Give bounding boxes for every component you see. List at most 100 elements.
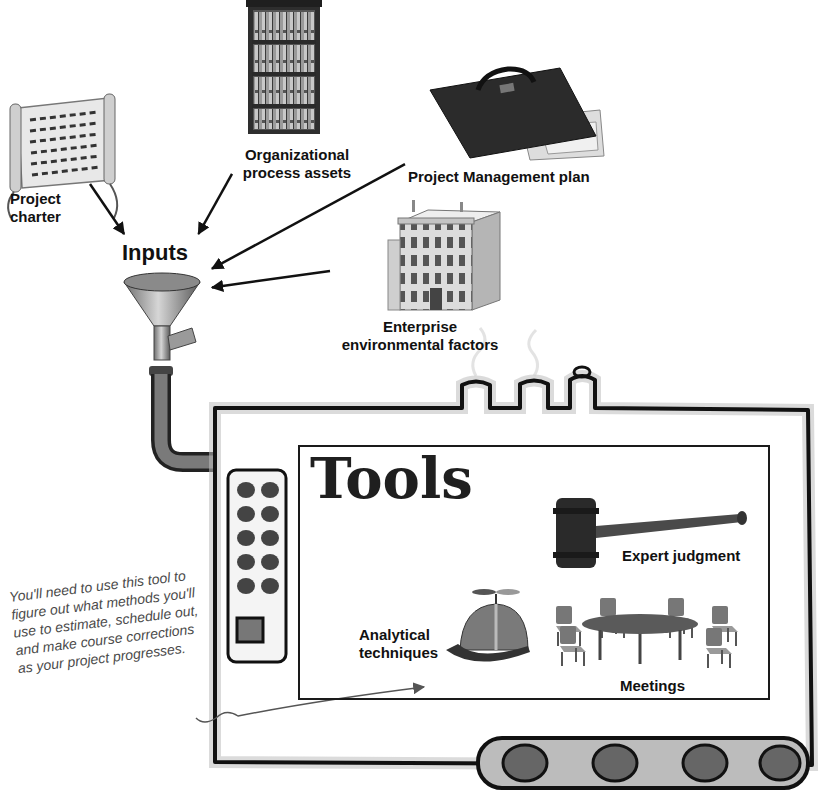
briefcase-picture — [430, 68, 596, 158]
scroll-picture — [31, 156, 100, 164]
meeting-table-picture — [560, 626, 586, 666]
item-label: Project Management plan — [408, 168, 607, 186]
machine-body — [529, 330, 538, 376]
leader-line — [196, 687, 424, 722]
bookshelf-picture — [253, 10, 315, 130]
meeting-table-picture — [599, 630, 602, 660]
panel-heading: Tools — [310, 447, 530, 509]
propeller-cap-picture — [495, 604, 498, 650]
leader-line — [196, 687, 424, 722]
scroll-picture — [30, 123, 98, 131]
input-arrow — [198, 174, 232, 234]
propeller-cap-picture — [472, 589, 496, 595]
conveyor-belt — [760, 746, 800, 780]
machine-body — [215, 328, 812, 765]
control-panel — [261, 578, 279, 594]
building-picture — [388, 200, 500, 310]
building-picture — [400, 222, 472, 310]
tool-item: Analytical techniques — [356, 623, 457, 667]
scroll-picture — [31, 145, 99, 153]
input-item: Organizational process assets — [232, 2, 363, 188]
propeller-cap-picture — [446, 644, 530, 662]
building-picture — [472, 212, 500, 310]
building-picture — [430, 288, 442, 310]
bookshelf-picture — [254, 77, 314, 104]
bookshelf-picture — [252, 104, 316, 108]
building-picture — [460, 202, 463, 212]
tool-item: Meetings — [616, 673, 706, 699]
control-panel — [261, 530, 279, 546]
building-picture — [412, 200, 415, 212]
item-label: Organizational process assets — [235, 146, 359, 182]
tool-item: Expert judgment — [618, 543, 760, 569]
scroll-picture — [18, 98, 112, 188]
funnel-picture — [168, 328, 196, 350]
building-picture — [388, 240, 400, 310]
item-label: Enterprise environmental factors — [333, 318, 507, 354]
tools-panel: ToolsExpert judgmentAnalytical technique… — [298, 445, 770, 700]
gavel-picture — [553, 508, 599, 514]
control-panel — [261, 554, 279, 570]
funnel-picture — [124, 273, 200, 291]
bookshelf-picture — [248, 2, 320, 134]
bookshelf-picture — [252, 72, 316, 76]
control-panel — [237, 530, 255, 546]
propeller-cap-picture — [496, 589, 520, 595]
bookshelf-picture — [246, 0, 322, 7]
conveyor-belt — [593, 745, 637, 781]
building-picture — [398, 218, 474, 224]
control-panel — [261, 482, 279, 498]
scroll-picture — [30, 112, 100, 175]
bookshelf-picture — [254, 109, 314, 129]
item-label: Analytical techniques — [359, 626, 453, 662]
briefcase-picture — [499, 83, 514, 93]
machine-body — [574, 367, 590, 377]
conveyor-belt — [478, 738, 808, 788]
bookshelf-picture — [252, 40, 316, 44]
propeller-cap-picture — [460, 604, 528, 650]
funnel-picture — [154, 326, 170, 360]
scroll-picture — [10, 104, 21, 192]
control-panel — [237, 578, 255, 594]
briefcase-picture — [430, 68, 604, 160]
scroll-picture — [30, 112, 98, 120]
bookshelf-picture — [254, 45, 314, 72]
scroll-picture — [32, 167, 100, 175]
item-label: Meetings — [620, 677, 702, 695]
meeting-table-picture — [556, 598, 738, 668]
gavel-picture — [596, 514, 742, 538]
control-panel — [228, 470, 286, 662]
funnel-node: Inputs — [118, 234, 212, 350]
propeller-cap-picture — [495, 594, 497, 604]
feed-pipe — [149, 366, 218, 462]
control-panel — [228, 470, 286, 662]
control-panel — [237, 554, 255, 570]
handwritten-note: You'll need to use this tool to figure o… — [8, 564, 214, 677]
control-panel — [237, 618, 263, 642]
conveyor-belt — [478, 738, 808, 788]
conveyor-belt — [683, 745, 727, 781]
bookshelf-picture — [246, 0, 322, 134]
machine-body — [215, 376, 812, 765]
control-panel — [261, 506, 279, 522]
input-item: Project Management plan — [405, 60, 611, 190]
input-item: Project charter — [2, 92, 90, 230]
conveyor-belt — [503, 745, 547, 781]
meeting-table-picture — [706, 628, 732, 668]
gavel-picture — [553, 552, 599, 558]
input-arrow — [90, 184, 124, 234]
control-panel — [237, 482, 255, 498]
funnel-picture — [124, 273, 200, 360]
item-label: Project charter — [10, 190, 86, 226]
bookshelf-picture — [254, 12, 314, 40]
scroll-picture — [104, 94, 115, 184]
propeller-cap-picture — [446, 589, 530, 662]
item-label: Inputs — [122, 240, 208, 266]
gavel-picture — [737, 511, 747, 525]
machine-body — [215, 376, 812, 765]
scroll-picture — [30, 134, 99, 142]
